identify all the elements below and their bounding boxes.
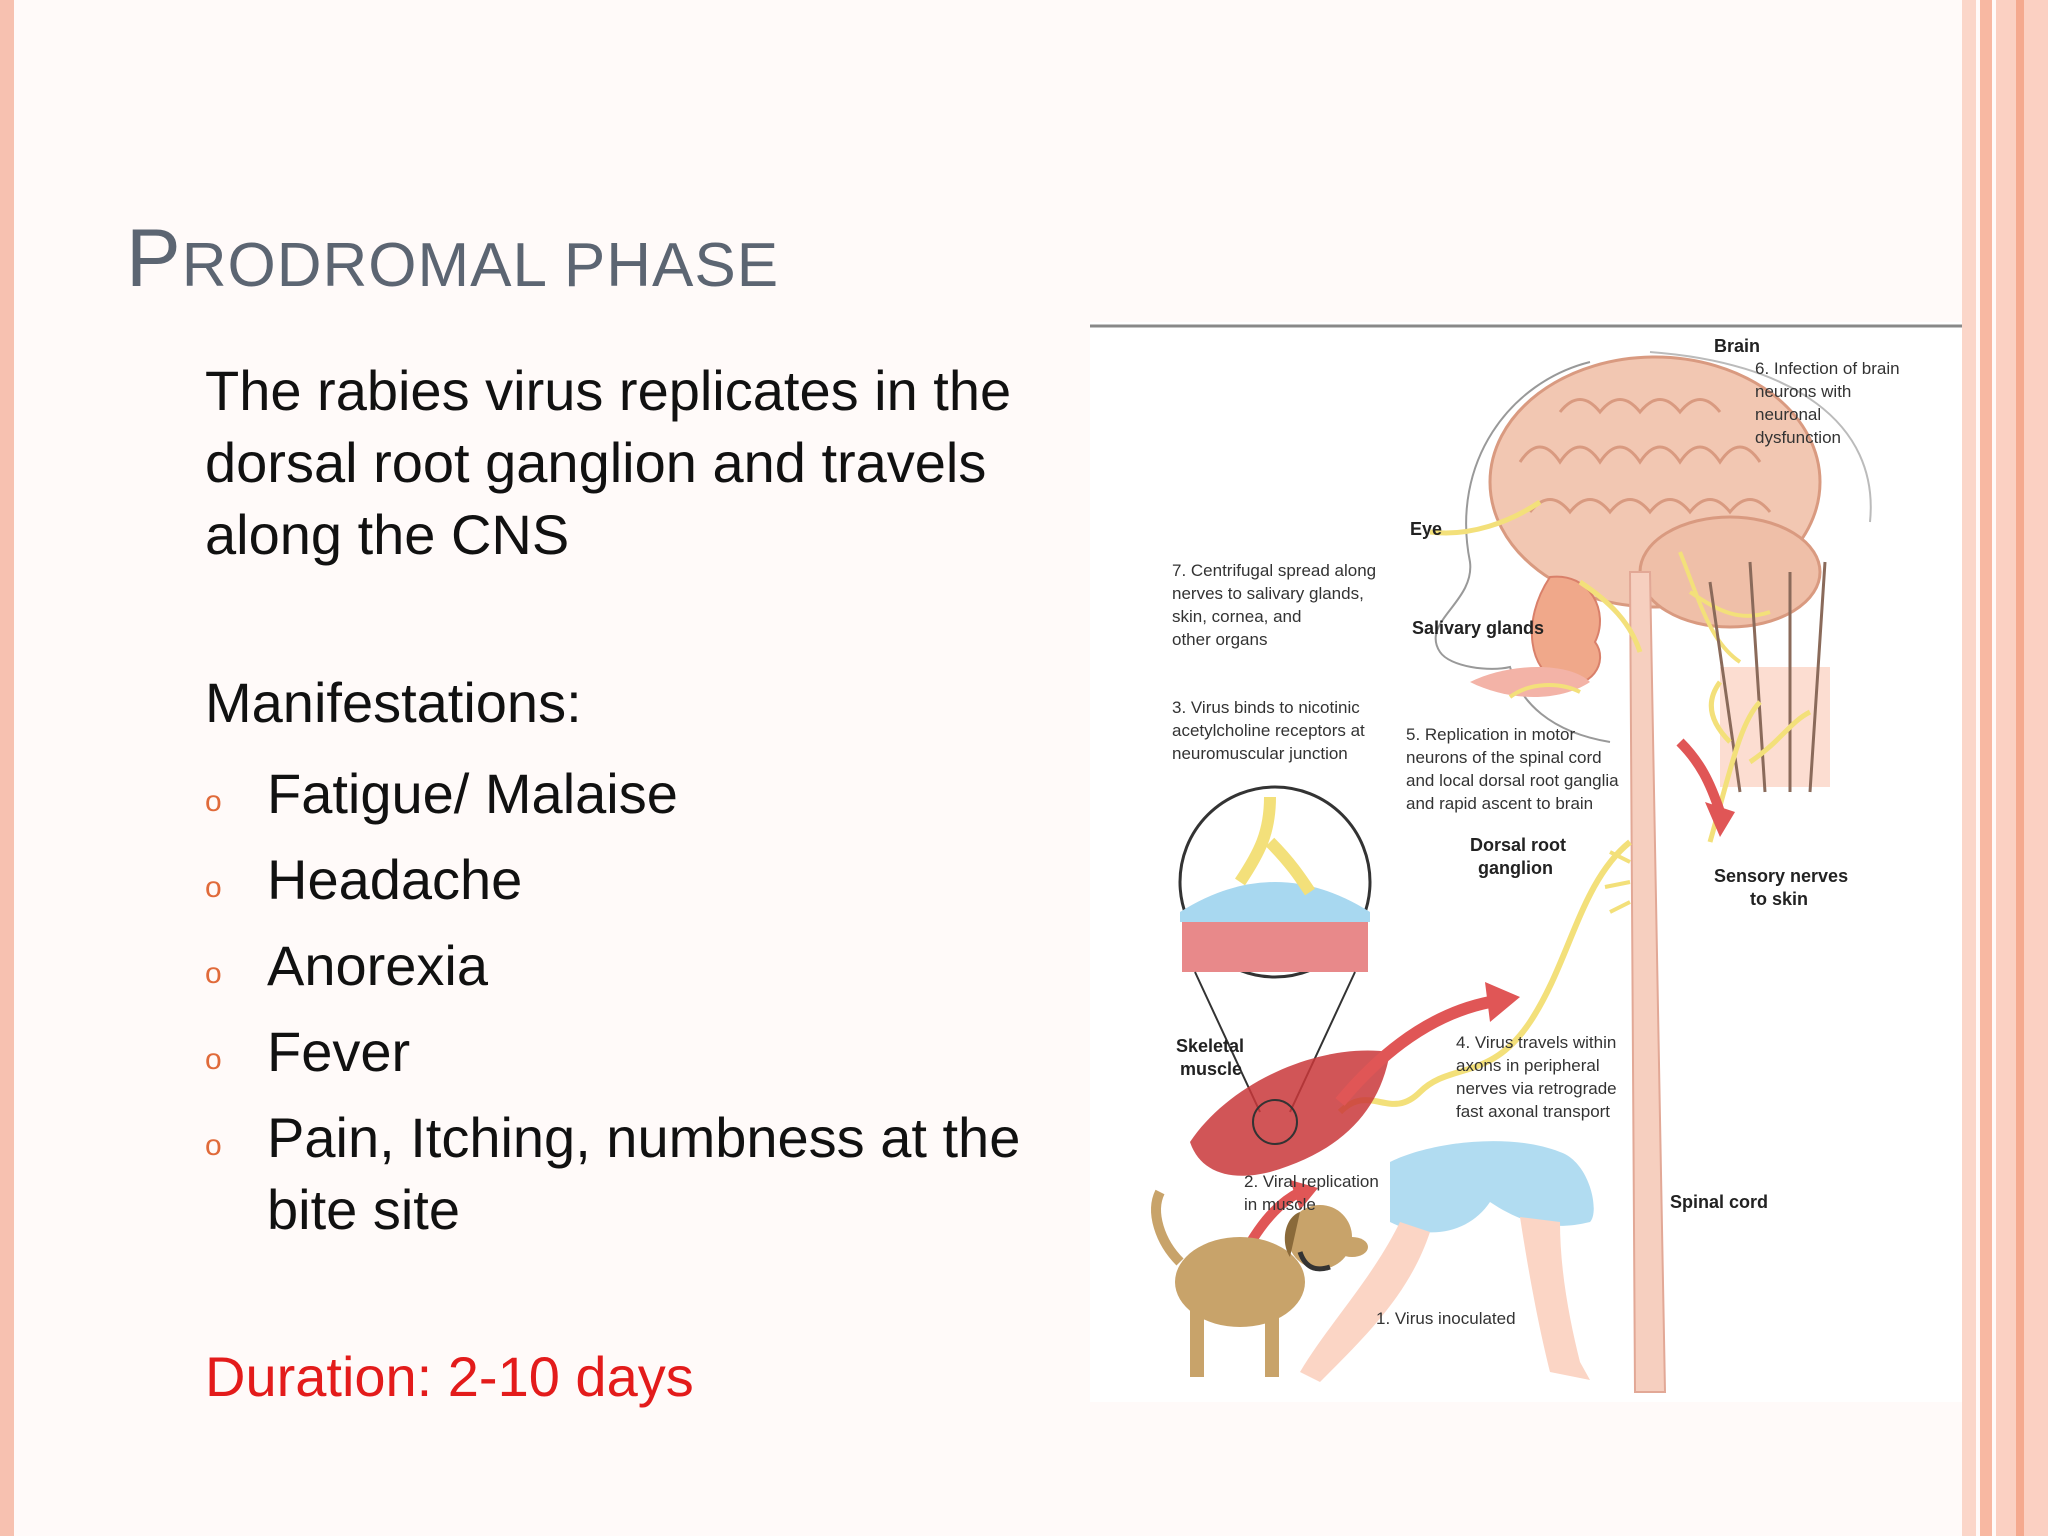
slide-border-right (1962, 0, 1976, 1536)
title-rest: RODROMAL PHASE (181, 231, 780, 300)
nerve-branch (1508, 683, 1581, 699)
bullet-icon: o (205, 957, 222, 990)
label-step3: neuromuscular junction (1172, 744, 1348, 763)
receptor-layer (1180, 882, 1370, 922)
bullet-icon: o (205, 785, 222, 818)
label-step7: skin, cornea, and (1172, 607, 1301, 626)
label-step5: 5. Replication in motor (1406, 725, 1575, 744)
arrowhead-icon (1290, 1180, 1318, 1210)
slide-border-right (2016, 0, 2024, 1536)
label-spinal: Spinal cord (1670, 1192, 1768, 1212)
label-salivary: Salivary glands (1412, 618, 1544, 638)
dog-ear (1284, 1212, 1300, 1257)
intro-paragraph: The rabies virus replicates in the dorsa… (205, 359, 1012, 566)
salivary-gland-icon (1530, 575, 1601, 685)
head-outline (1649, 351, 1872, 523)
slide-title: PRODROMAL PHASE (126, 212, 779, 306)
label-step7: other organs (1172, 630, 1267, 649)
label-step4: axons in peripheral (1456, 1056, 1600, 1075)
title-initial: P (126, 213, 182, 304)
list-item: o Pain, Itching, numbness at the bite sit… (205, 1102, 1085, 1246)
nerve-branch (1604, 850, 1631, 914)
cerebellum-icon (1638, 515, 1822, 629)
manifestations-heading: Manifestations: (205, 671, 582, 734)
rabies-pathogenesis-diagram: Brain 6. Infection of brain neurons with… (1090, 322, 1962, 1402)
dog-icon (1175, 1237, 1305, 1327)
muscle-fiber-inset (1182, 922, 1368, 972)
dog-leg (1190, 1307, 1204, 1377)
duration-text: Duration: 2-10 days (205, 1345, 694, 1408)
optic-nerve (1429, 499, 1542, 536)
label-step7: nerves to salivary glands, (1172, 584, 1364, 603)
label-step5: neurons of the spinal cord (1406, 748, 1602, 767)
slide-border-right (1980, 0, 1992, 1536)
label-step4: 4. Virus travels within (1456, 1033, 1616, 1052)
dog-tail (1151, 1189, 1184, 1266)
label-step5: and local dorsal root ganglia (1406, 771, 1619, 790)
label-step3: 3. Virus binds to nicotinic (1172, 698, 1360, 717)
ascent-arrow-icon (1335, 996, 1492, 1106)
label-step4: fast axonal transport (1456, 1102, 1610, 1121)
label-step6: neurons with (1755, 382, 1851, 401)
peripheral-nerve (1337, 839, 1632, 1115)
dog-head (1288, 1205, 1352, 1269)
list-item-text: Fever (267, 1020, 411, 1083)
label-eye: Eye (1410, 519, 1442, 539)
brain-fold (1528, 498, 1772, 515)
label-step5: and rapid ascent to brain (1406, 794, 1593, 813)
label-sensory: to skin (1750, 889, 1808, 909)
list-item-text: Anorexia (267, 934, 489, 997)
brain-fold (1558, 398, 1722, 415)
label-step6: dysfunction (1755, 428, 1841, 447)
leg-icon (1300, 1222, 1430, 1382)
label-step3: acetylcholine receptors at (1172, 721, 1365, 740)
list-item: o Fever (205, 1016, 1085, 1088)
nerve-terminal (1235, 796, 1315, 896)
label-step2: 2. Viral replication (1244, 1172, 1379, 1191)
label-step1: 1. Virus inoculated (1376, 1309, 1516, 1328)
list-item: o Anorexia (205, 930, 1085, 1002)
muscle-focus-circle (1252, 1099, 1298, 1145)
list-item-text: Headache (267, 848, 523, 911)
label-dorsal-root: ganglion (1478, 858, 1553, 878)
list-item-text: Fatigue/ Malaise (267, 762, 678, 825)
skeletal-muscle-icon (1190, 1050, 1390, 1176)
label-step7: 7. Centrifugal spread along (1172, 561, 1376, 580)
label-skeletal: muscle (1180, 1059, 1242, 1079)
dog-leg (1265, 1307, 1279, 1377)
spread-arrow-icon (1676, 738, 1725, 814)
arrowhead-icon (1705, 802, 1735, 837)
list-item-text: Pain, Itching, numbness at the bite site (267, 1106, 1021, 1241)
shorts-icon (1390, 1141, 1594, 1233)
list-item: o Headache (205, 844, 1085, 916)
nerve-branch (1678, 551, 1771, 664)
label-brain: Brain (1714, 336, 1760, 356)
label-step6: 6. Infection of brain (1755, 359, 1900, 378)
brain-fold (1518, 445, 1762, 465)
label-step4: nerves via retrograde (1456, 1079, 1617, 1098)
spinal-cord-icon (1628, 571, 1667, 1393)
label-step2: in muscle (1244, 1195, 1316, 1214)
label-step6: neuronal (1755, 405, 1821, 424)
dog-snout (1336, 1237, 1368, 1257)
bullet-icon: o (205, 1043, 222, 1076)
nerve-branch (1578, 579, 1643, 653)
label-skeletal: Skeletal (1176, 1036, 1244, 1056)
mouth-icon (1470, 667, 1590, 697)
label-sensory: Sensory nerves (1714, 866, 1848, 886)
list-item: o Fatigue/ Malaise (205, 758, 1085, 830)
bullet-icon: o (205, 1129, 222, 1162)
dog-collar (1297, 1251, 1331, 1272)
arrowhead-icon (1485, 982, 1520, 1022)
bullet-icon: o (205, 871, 222, 904)
leg-icon (1520, 1217, 1590, 1380)
label-dorsal-root: Dorsal root (1470, 835, 1566, 855)
hair-icon (1708, 561, 1827, 793)
slide-border-left (0, 0, 14, 1536)
